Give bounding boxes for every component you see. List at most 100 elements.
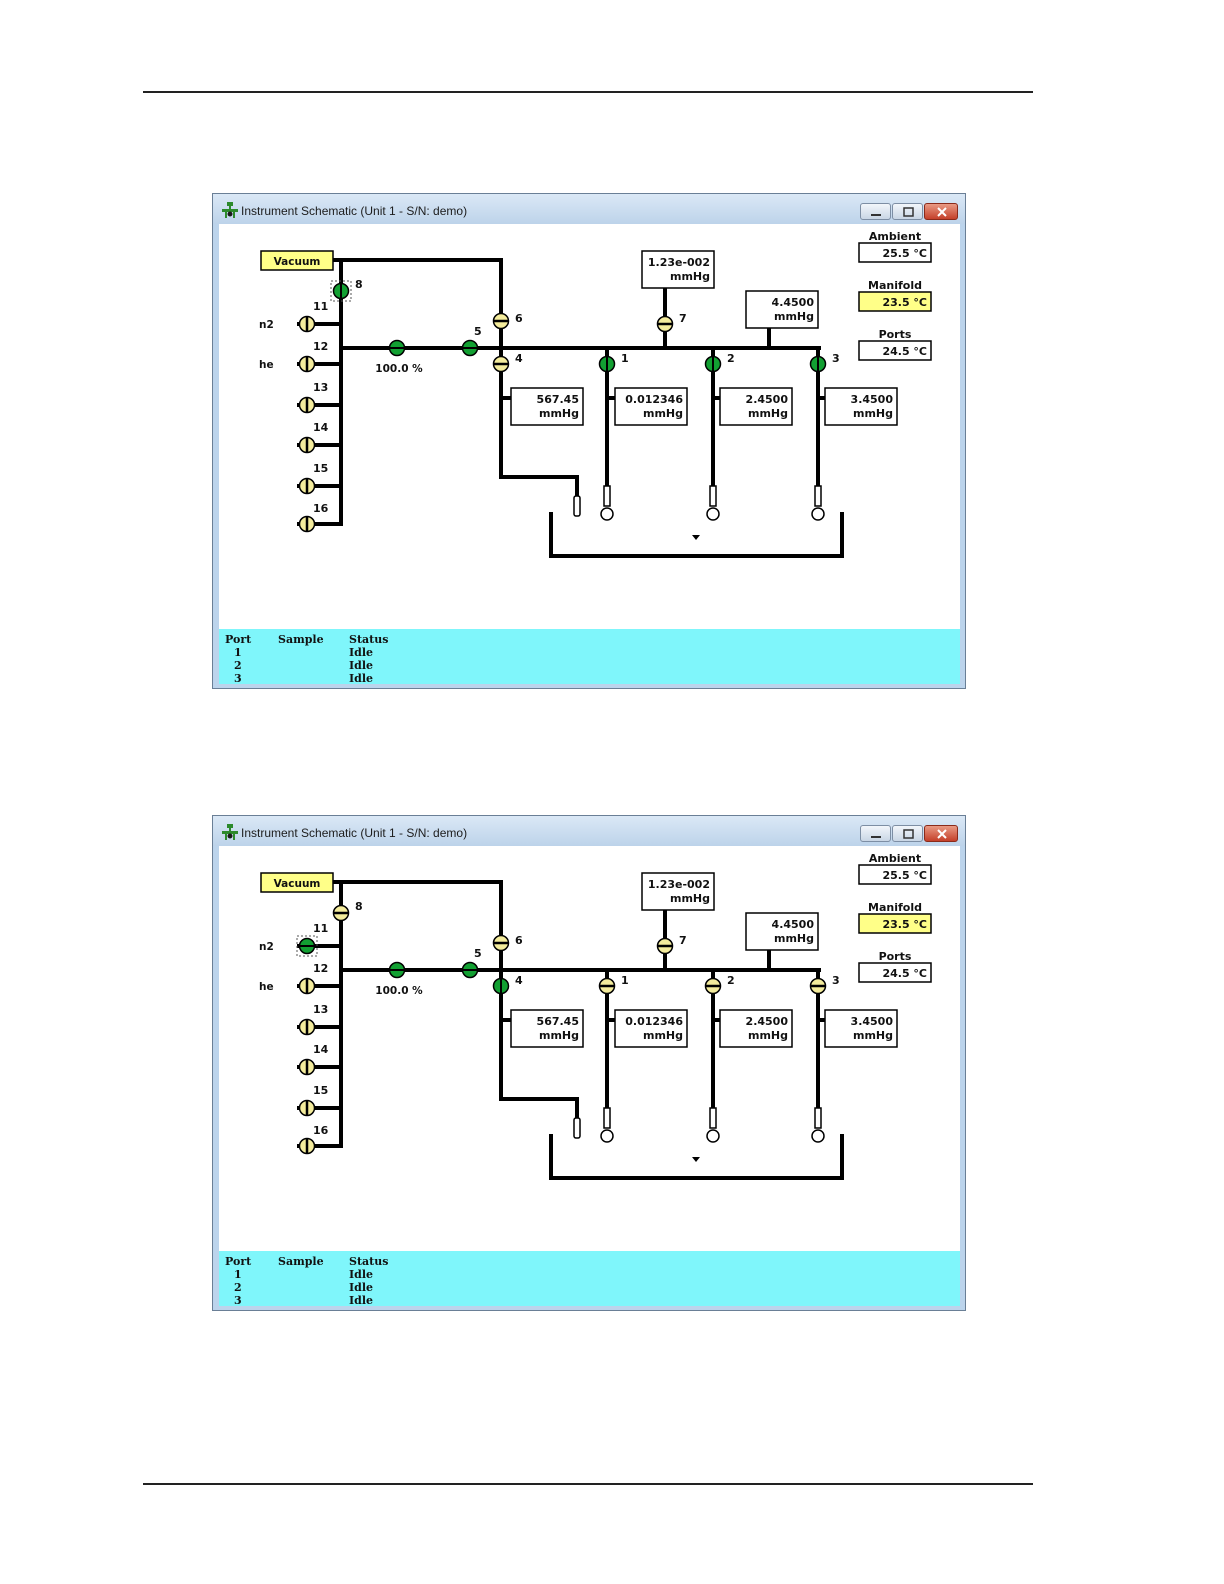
sample-tube-port-3[interactable] bbox=[811, 1107, 825, 1143]
minimize-icon bbox=[871, 214, 881, 216]
status-row-status: Idle bbox=[349, 1281, 374, 1294]
valve-1[interactable]: 1 bbox=[598, 352, 629, 373]
gauge-value: 4.4500 bbox=[772, 918, 815, 931]
valve-12-label: 12 bbox=[313, 962, 328, 975]
valve-5[interactable]: 5 bbox=[461, 947, 482, 979]
close-button[interactable] bbox=[924, 203, 958, 220]
sample-tube-port-2[interactable] bbox=[706, 485, 720, 521]
minimize-button[interactable] bbox=[860, 203, 891, 220]
valve-1-label: 1 bbox=[621, 352, 629, 365]
vacuum-label: Vacuum bbox=[274, 256, 321, 268]
vacuum-button[interactable]: Vacuum bbox=[260, 872, 334, 893]
valve-11[interactable]: 11 bbox=[296, 922, 328, 957]
valve-12[interactable]: 12 bbox=[298, 340, 329, 373]
dewar-level-arrow-icon[interactable] bbox=[692, 1157, 700, 1162]
sample-tube-port-1[interactable] bbox=[600, 1107, 614, 1143]
valve-8[interactable]: 8 bbox=[332, 900, 363, 922]
gauge-unit: mmHg bbox=[539, 407, 579, 420]
valve-6[interactable]: 6 bbox=[492, 312, 524, 330]
valve-4[interactable]: 4 bbox=[492, 974, 524, 995]
temperature-value: 25.5 °C bbox=[882, 247, 927, 260]
valve-4-label: 4 bbox=[515, 974, 523, 987]
gauge-value: 4.4500 bbox=[772, 296, 815, 309]
temperature-value: 23.5 °C bbox=[882, 296, 927, 309]
gauge-value: 3.4500 bbox=[851, 393, 894, 406]
valve-3[interactable]: 3 bbox=[809, 352, 840, 373]
valve-13[interactable]: 13 bbox=[298, 381, 329, 414]
maximize-icon bbox=[903, 207, 914, 217]
valve-2[interactable]: 2 bbox=[704, 974, 735, 995]
valve-16-label: 16 bbox=[313, 502, 329, 515]
vacuum-button[interactable]: Vacuum bbox=[260, 250, 334, 271]
valve-4[interactable]: 4 bbox=[492, 352, 524, 373]
temperature-label: Ports bbox=[879, 328, 912, 341]
gas-label-he: he bbox=[259, 359, 274, 371]
valve-2[interactable]: 2 bbox=[704, 352, 735, 373]
valve-15[interactable]: 15 bbox=[298, 462, 329, 495]
flow-percent-label: 100.0 % bbox=[375, 985, 423, 997]
sample-tube-port-1[interactable] bbox=[600, 485, 614, 521]
valve-13[interactable]: 13 bbox=[298, 1003, 329, 1036]
valve-8[interactable]: 8 bbox=[330, 278, 363, 302]
valve-flow[interactable] bbox=[388, 961, 406, 979]
valve-14[interactable]: 14 bbox=[298, 1043, 329, 1076]
status-header-port: Port bbox=[225, 633, 252, 646]
gauge-value: 567.45 bbox=[537, 1015, 579, 1028]
valve-12[interactable]: 12 bbox=[298, 962, 329, 995]
gauge-unit: mmHg bbox=[774, 932, 814, 945]
gas-label-n2: n2 bbox=[259, 941, 274, 953]
instrument-app-icon bbox=[222, 202, 238, 218]
valve-2-label: 2 bbox=[727, 974, 735, 987]
gauge-unit: mmHg bbox=[670, 892, 710, 905]
title-bar[interactable]: Instrument Schematic (Unit 1 - S/N: demo… bbox=[213, 194, 965, 224]
minimize-button[interactable] bbox=[860, 825, 891, 842]
valve-15[interactable]: 15 bbox=[298, 1084, 329, 1117]
valve-13-label: 13 bbox=[313, 1003, 328, 1016]
valve-7[interactable]: 7 bbox=[656, 312, 687, 333]
valve-3[interactable]: 3 bbox=[809, 974, 840, 995]
valve-14[interactable]: 14 bbox=[298, 421, 329, 454]
close-button[interactable] bbox=[924, 825, 958, 842]
dewar-outline bbox=[549, 512, 844, 558]
maximize-button[interactable] bbox=[892, 825, 923, 842]
temperature-value: 24.5 °C bbox=[882, 345, 927, 358]
selection-box bbox=[296, 935, 318, 957]
valve-16[interactable]: 16 bbox=[298, 502, 329, 533]
valve-16[interactable]: 16 bbox=[298, 1124, 329, 1155]
dewar-level-arrow-icon[interactable] bbox=[692, 535, 700, 540]
temperature-ambient: Ambient 25.5 °C bbox=[858, 230, 932, 263]
flow-percent-label: 100.0 % bbox=[375, 363, 423, 375]
sample-tube-port-3[interactable] bbox=[811, 485, 825, 521]
status-row-port: 1 bbox=[234, 1268, 242, 1281]
status-row-port: 2 bbox=[234, 659, 242, 672]
valve-flow[interactable] bbox=[388, 339, 406, 357]
minimize-icon bbox=[871, 836, 881, 838]
status-row-port: 3 bbox=[234, 672, 242, 685]
status-row-status: Idle bbox=[349, 1294, 374, 1307]
window-title: Instrument Schematic (Unit 1 - S/N: demo… bbox=[241, 204, 468, 218]
status-header-sample: Sample bbox=[278, 633, 324, 646]
valve-5[interactable]: 5 bbox=[461, 325, 482, 357]
gauge-value: 567.45 bbox=[537, 393, 579, 406]
valve-1[interactable]: 1 bbox=[598, 974, 629, 995]
valve-7[interactable]: 7 bbox=[656, 934, 687, 955]
valve-5-label: 5 bbox=[474, 325, 482, 338]
valve-6[interactable]: 6 bbox=[492, 934, 524, 952]
gauge-unit: mmHg bbox=[748, 407, 788, 420]
port-4-probe-icon bbox=[573, 1117, 581, 1139]
valve-11[interactable]: 11 bbox=[298, 300, 329, 333]
schematic-window-2: Instrument Schematic (Unit 1 - S/N: demo… bbox=[212, 815, 966, 1311]
valve-7-label: 7 bbox=[679, 934, 687, 947]
gauge-value: 0.012346 bbox=[625, 393, 683, 406]
maximize-button[interactable] bbox=[892, 203, 923, 220]
sample-tube-port-2[interactable] bbox=[706, 1107, 720, 1143]
gauge-unit: mmHg bbox=[853, 407, 893, 420]
temperature-label: Ambient bbox=[869, 230, 921, 243]
title-bar[interactable]: Instrument Schematic (Unit 1 - S/N: demo… bbox=[213, 816, 965, 846]
valve-11-label: 11 bbox=[313, 922, 328, 935]
valve-13-label: 13 bbox=[313, 381, 328, 394]
